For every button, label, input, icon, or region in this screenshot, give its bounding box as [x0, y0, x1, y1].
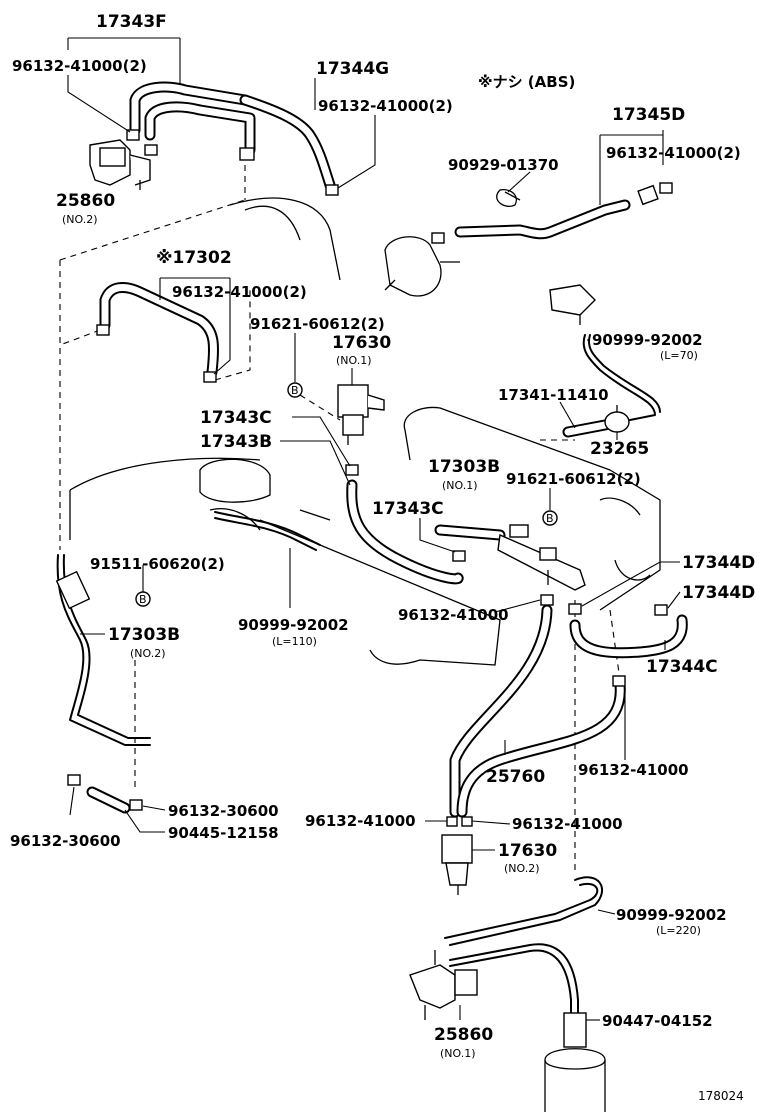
label-17302[interactable]: ※17302	[156, 248, 232, 268]
label-17343C-a[interactable]: 17343C	[200, 408, 272, 428]
bolt-callouts: B B B	[135, 382, 558, 607]
hose-90999-92002-L70[interactable]	[582, 334, 661, 421]
guide-lines	[59, 165, 621, 870]
label-90999-92002-c-sub: (L=220)	[656, 924, 701, 937]
label-17630-bot[interactable]: 17630	[498, 841, 557, 861]
label-25860-top[interactable]: 25860	[56, 191, 115, 211]
vsv-17630-no2[interactable]	[441, 834, 473, 895]
label-90999-92002-b[interactable]: 90999-92002	[238, 616, 349, 634]
label-17343F[interactable]: 17343F	[96, 12, 167, 32]
pipe-17303B-no2[interactable]	[55, 554, 151, 746]
label-90999-92002-b-sub: (L=110)	[272, 635, 317, 648]
hose-17341[interactable]	[562, 419, 611, 438]
label-25860-bot-sub: (NO.1)	[440, 1047, 476, 1060]
label-23265[interactable]: 23265	[590, 439, 649, 459]
engine-outline	[69, 197, 661, 1112]
label-90999-92002-c[interactable]: 90999-92002	[616, 906, 727, 924]
label-17303B-left-sub: (NO.2)	[130, 647, 166, 660]
vsv-25860-no2[interactable]	[89, 139, 151, 190]
leader-lines	[67, 37, 681, 1021]
hose-90999-92002-L110[interactable]	[214, 511, 321, 551]
hose-17302[interactable]	[99, 282, 219, 378]
label-96132-30600-b[interactable]: 96132-30600	[10, 832, 121, 850]
label-17343B[interactable]: 17343B	[200, 432, 272, 452]
label-91621-60612-2-b[interactable]: 91621-60612(2)	[506, 470, 641, 488]
label-96132-41000-2-b[interactable]: 96132-41000(2)	[318, 97, 453, 115]
callout-b-1: B	[291, 384, 299, 397]
label-91621-60612-2-a[interactable]: 91621-60612(2)	[250, 315, 385, 333]
connector-17343F[interactable]	[239, 147, 255, 161]
valve-23265[interactable]	[604, 405, 630, 433]
label-17344C[interactable]: 17344C	[646, 657, 718, 677]
label-17303B-top-sub: (NO.1)	[442, 479, 478, 492]
label-91511-60620-2[interactable]: 91511-60620(2)	[90, 555, 225, 573]
hose-17343F[interactable]	[129, 81, 256, 156]
label-90929-01370[interactable]: 90929-01370	[448, 156, 559, 174]
label-17341-11410[interactable]: 17341-11410	[498, 386, 609, 404]
label-17630-top[interactable]: 17630	[332, 333, 391, 353]
label-17345D[interactable]: 17345D	[612, 105, 685, 125]
label-17344G[interactable]: 17344G	[316, 59, 389, 79]
label-90447-04152[interactable]: 90447-04152	[602, 1012, 713, 1030]
label-17344D-a[interactable]: 17344D	[682, 553, 755, 573]
label-96132-41000-g[interactable]: 96132-41000	[305, 812, 416, 830]
vsv-25860-no1[interactable]	[409, 950, 478, 1020]
fuel-fitting-17303B-no1[interactable]	[497, 524, 586, 591]
label-90445-12158[interactable]: 90445-12158	[168, 824, 279, 842]
label-25760[interactable]: 25760	[486, 767, 545, 787]
part-labels: 17343F 96132-41000(2) 17344G 96132-41000…	[10, 12, 755, 1103]
hose-90445-12158[interactable]	[86, 786, 131, 814]
label-abs-note: ※ナシ (ABS)	[478, 73, 575, 91]
vsv-17630-no1[interactable]	[337, 384, 385, 445]
label-17303B-top[interactable]: 17303B	[428, 457, 500, 477]
label-17630-top-sub: (NO.1)	[336, 354, 372, 367]
label-17344D-b[interactable]: 17344D	[682, 583, 755, 603]
hose-17344C[interactable]	[569, 614, 688, 659]
hose-90999-92002-L220[interactable]	[444, 876, 604, 1021]
hose-17343B[interactable]	[346, 479, 464, 585]
label-96132-41000-2-c[interactable]: 96132-41000(2)	[606, 144, 741, 162]
bracket-top[interactable]	[549, 284, 596, 325]
hose-17344G[interactable]	[239, 94, 336, 191]
label-17630-bot-sub: (NO.2)	[504, 862, 540, 875]
label-25860-bot[interactable]: 25860	[434, 1025, 493, 1045]
hose-clamps[interactable]	[67, 129, 673, 827]
label-96132-41000-f[interactable]: 96132-41000	[578, 761, 689, 779]
hose-17343C-lower[interactable]	[434, 524, 506, 541]
label-96132-41000-e[interactable]: 96132-41000	[398, 606, 509, 624]
label-90999-92002-a-sub: (L=70)	[660, 349, 698, 362]
label-25860-top-sub: (NO.2)	[62, 213, 98, 226]
hose-90447-04152[interactable]	[563, 1012, 587, 1048]
callout-b-2: B	[546, 512, 554, 525]
hose-17345D[interactable]	[454, 184, 659, 240]
label-96132-41000-h[interactable]: 96132-41000	[512, 815, 623, 833]
label-90999-92002-a[interactable]: 90999-92002	[592, 331, 703, 349]
hose-25760[interactable]	[449, 604, 626, 818]
label-96132-41000-2-d[interactable]: 96132-41000(2)	[172, 283, 307, 301]
label-96132-30600-a[interactable]: 96132-30600	[168, 802, 279, 820]
label-96132-41000-2-a[interactable]: 96132-41000(2)	[12, 57, 147, 75]
figure-number: 178024	[698, 1089, 744, 1103]
callout-b-3: B	[139, 593, 147, 606]
label-17343C-b[interactable]: 17343C	[372, 499, 444, 519]
label-17303B-left[interactable]: 17303B	[108, 625, 180, 645]
